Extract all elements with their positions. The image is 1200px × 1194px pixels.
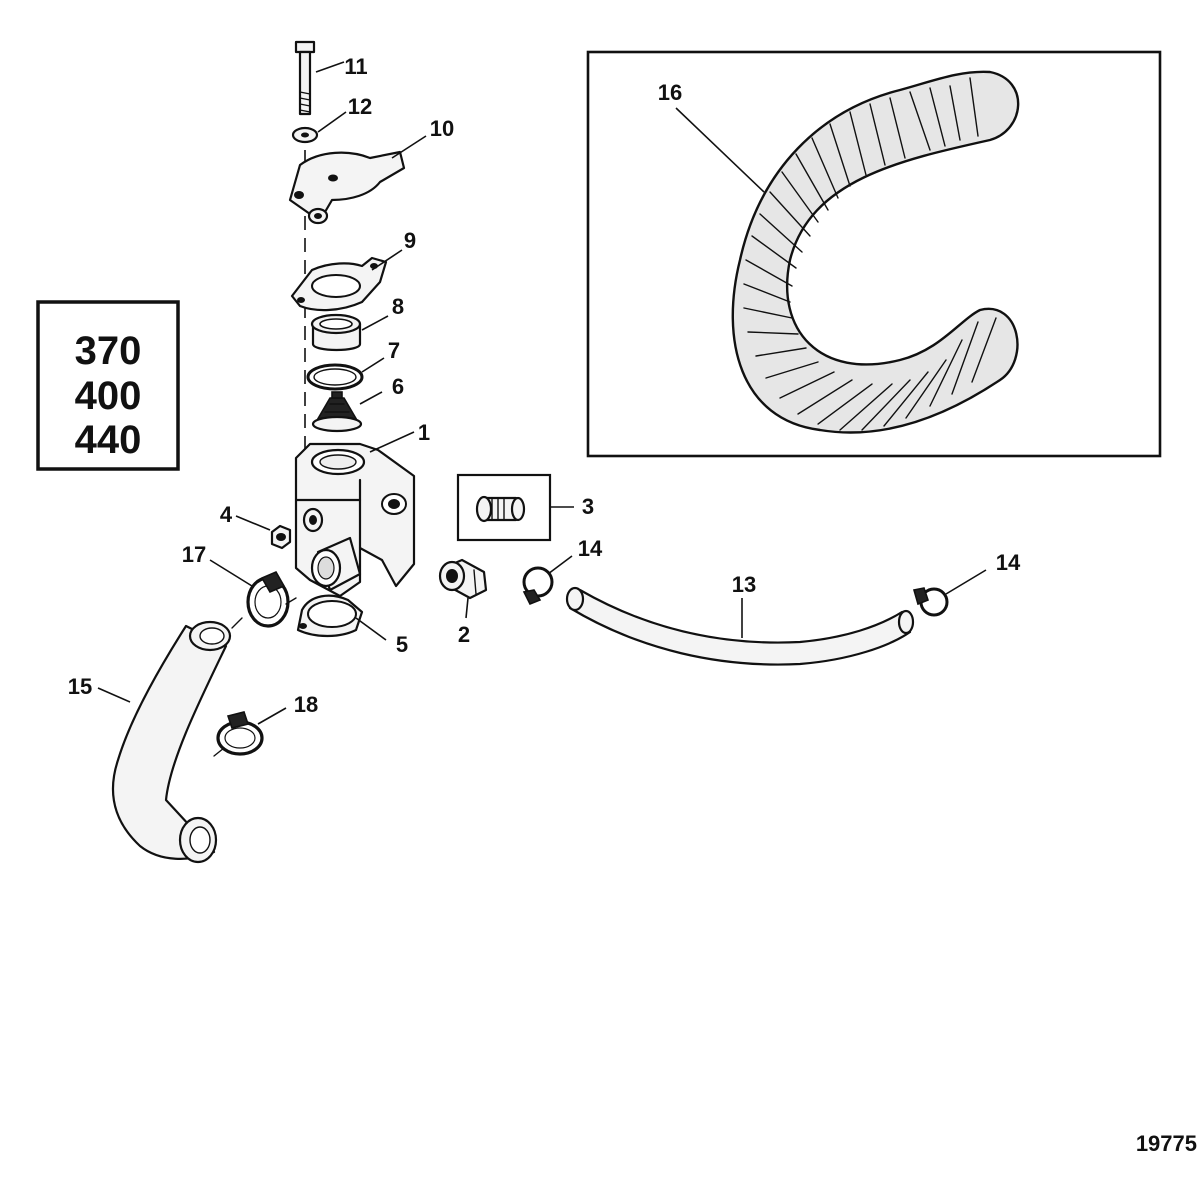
- seal-ring-7: [306, 363, 364, 391]
- housing-cover-10: [288, 150, 406, 225]
- thermostat-6: [311, 391, 363, 433]
- leader-5: [355, 617, 387, 641]
- hose-13: [565, 586, 915, 666]
- leader-10: [391, 135, 427, 159]
- callout-13: 13: [732, 572, 756, 597]
- callout-8: 8: [392, 294, 404, 319]
- sleeve-8: [310, 313, 362, 352]
- thermostat-housing-1: [294, 442, 416, 598]
- leader-14b: [945, 569, 987, 595]
- callout-3: 3: [582, 494, 594, 519]
- leader-18: [257, 707, 287, 725]
- callout-17: 17: [182, 542, 206, 567]
- leader-9: [371, 249, 403, 271]
- gasket-9: [290, 256, 388, 312]
- leader-8: [361, 315, 389, 331]
- guide-tick: [213, 747, 225, 757]
- gasket-5: [296, 594, 364, 638]
- guide-tick: [285, 597, 297, 605]
- callout-10: 10: [430, 116, 454, 141]
- leader-16: [675, 107, 765, 193]
- model-line-2: 400: [75, 374, 142, 418]
- leader-4: [235, 515, 271, 531]
- figure-number: 19775: [1136, 1131, 1197, 1156]
- bolt-11: [294, 40, 316, 116]
- plug-4: [270, 524, 292, 550]
- hose-clamp-17: [246, 570, 290, 628]
- callout-14b: 14: [996, 550, 1021, 575]
- leader-17: [209, 559, 253, 587]
- model-line-1: 370: [75, 329, 142, 373]
- fitting-box-3: [456, 473, 552, 542]
- leader-11: [315, 61, 345, 73]
- callout-11: 11: [344, 54, 367, 79]
- callout-7: 7: [388, 338, 400, 363]
- model-box: 370 400 440: [36, 300, 180, 471]
- callout-1: 1: [418, 420, 430, 445]
- washer-12: [291, 126, 319, 144]
- leader-7: [361, 357, 385, 373]
- callout-16: 16: [658, 80, 682, 105]
- corrugated-hose-16: [731, 70, 1020, 434]
- leader-1: [369, 431, 415, 453]
- fitting-2: [438, 558, 488, 600]
- leader-12: [317, 111, 347, 133]
- callout-18: 18: [294, 692, 318, 717]
- leader-2: [465, 597, 469, 619]
- callout-5: 5: [396, 632, 408, 657]
- callout-14a: 14: [578, 536, 603, 561]
- leader-14a: [547, 555, 573, 575]
- callout-2: 2: [458, 622, 470, 647]
- leader-6: [359, 391, 383, 405]
- hose-clamp-14-right: [912, 587, 949, 617]
- callout-6: 6: [392, 374, 404, 399]
- callout-9: 9: [404, 228, 416, 253]
- callout-12: 12: [348, 94, 372, 119]
- guide-tick: [231, 617, 243, 629]
- callout-15: 15: [68, 674, 92, 699]
- hose-clamp-14-left: [522, 566, 554, 606]
- callout-4: 4: [220, 502, 233, 527]
- leader-15: [97, 687, 131, 703]
- model-line-3: 440: [75, 418, 142, 462]
- hose-clamp-18: [216, 711, 264, 756]
- formed-hose-15: [112, 620, 232, 864]
- inset-hose-box: 16: [586, 50, 1162, 458]
- hose-corrugations: [743, 77, 997, 431]
